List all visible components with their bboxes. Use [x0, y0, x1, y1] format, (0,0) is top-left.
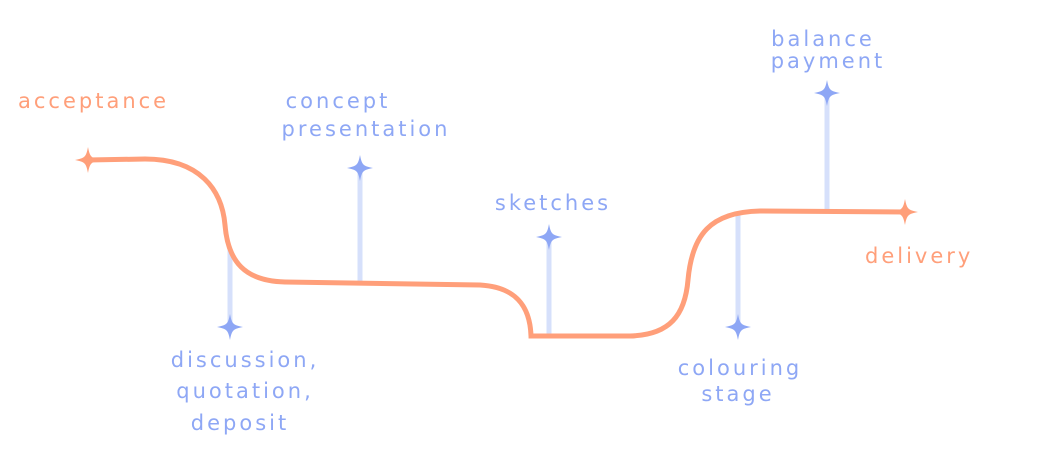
end-label: delivery — [865, 244, 973, 268]
start-star-icon — [75, 147, 101, 173]
star-icon-colouring — [725, 314, 751, 340]
milestone-labels: discussion, quotation, deposit concept p… — [171, 27, 886, 435]
milestone-label-line: stage — [701, 382, 774, 406]
start-label: acceptance — [18, 89, 169, 113]
milestone-label-line: balance — [771, 27, 875, 51]
star-icon-concept — [347, 155, 373, 181]
milestone-label-line: quotation, — [176, 379, 314, 403]
milestone-label-line: discussion, — [171, 348, 320, 372]
star-icon-sketches — [536, 224, 562, 250]
milestone-label-line: deposit — [191, 411, 289, 435]
milestone-label-line: payment — [771, 49, 886, 73]
star-icon-discussion — [217, 314, 243, 340]
milestone-label-line: concept — [286, 89, 391, 113]
star-icon-balance — [814, 80, 840, 106]
end-star-icon — [892, 199, 918, 225]
milestone-label-line: presentation — [282, 117, 451, 141]
timeline-path — [85, 156, 908, 339]
milestone-label-line: sketches — [495, 191, 611, 215]
milestone-label-line: colouring — [678, 356, 803, 380]
